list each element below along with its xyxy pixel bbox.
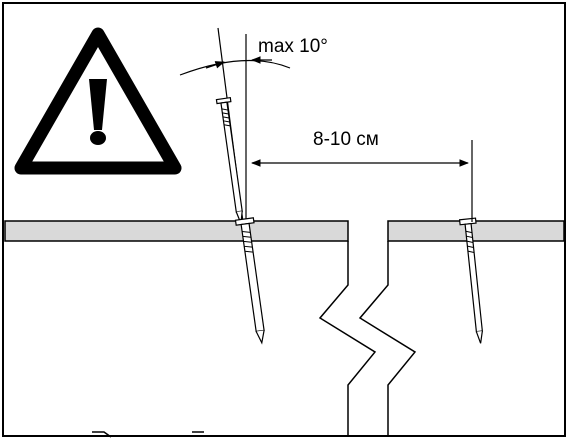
nail-icon bbox=[215, 96, 243, 224]
board-right bbox=[387, 220, 565, 242]
angle-arc bbox=[179, 59, 291, 76]
nail-icon bbox=[458, 217, 484, 344]
angle-label: max 10° bbox=[258, 36, 328, 57]
crack-left-edge bbox=[318, 241, 377, 437]
nail-icon bbox=[234, 217, 265, 345]
crack-right-edge bbox=[358, 241, 417, 437]
board-left bbox=[4, 220, 349, 242]
spacing-label: 8-10 см bbox=[313, 129, 379, 150]
warning-triangle-icon bbox=[14, 27, 182, 175]
